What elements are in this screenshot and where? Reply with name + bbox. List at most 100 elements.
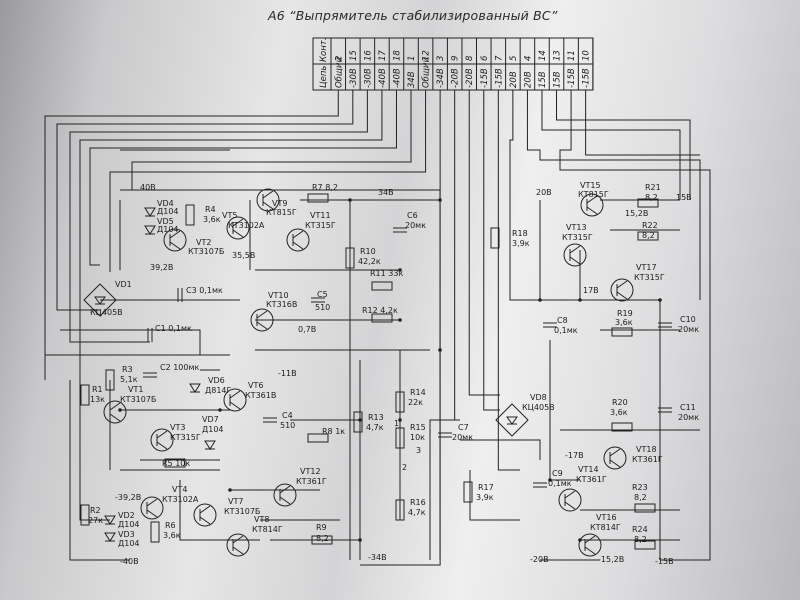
- label-vd3: VD3: [118, 530, 135, 539]
- r21-resistor: [637, 198, 659, 208]
- r16-resistor: [395, 499, 405, 521]
- label-r3v: 5,1к: [120, 375, 138, 384]
- connector-circuit-name: 20В: [523, 71, 533, 88]
- vt8-transistor: [226, 533, 250, 557]
- label-c9: C9: [552, 469, 563, 478]
- label-r18: R18: [512, 229, 528, 238]
- connector-pin-number: 9: [451, 56, 461, 61]
- label-vd8t: КЦ405В: [522, 403, 555, 412]
- connector-pin-number: 2: [334, 56, 344, 61]
- junction-dot: [118, 408, 122, 412]
- r14-resistor: [395, 391, 405, 413]
- label-v40top: 40В: [140, 183, 156, 192]
- connector-wire: [56, 90, 354, 311]
- connector-circuit-name: -20В: [451, 68, 461, 88]
- label-r18v: 3,9к: [512, 239, 530, 248]
- transistor-emitter: [279, 496, 291, 505]
- label-v11: -11В: [278, 369, 297, 378]
- label-v40bot: -40В: [120, 557, 139, 566]
- r13-resistor: [353, 411, 363, 433]
- transistor-collector: [616, 280, 628, 289]
- transistor-collector: [146, 498, 158, 507]
- label-c8: C8: [557, 316, 568, 325]
- junction-dot: [358, 538, 362, 542]
- label-w2: 2: [402, 463, 407, 472]
- vd3-diode: [104, 532, 116, 542]
- circuit-wire: [60, 329, 201, 355]
- connector-circuit-name: 20В: [509, 71, 519, 88]
- label-r4: R4: [205, 205, 216, 214]
- connector-pin-number: 14: [538, 50, 548, 61]
- label-r21v: 8,2: [645, 193, 658, 202]
- circuit-wire: [469, 470, 520, 521]
- r8-resistor: [307, 433, 329, 443]
- label-v152n: -15,2В: [598, 555, 624, 564]
- label-v34: 34В: [378, 188, 394, 197]
- label-vt5: VT5: [222, 211, 237, 220]
- label-v152: 15,2В: [625, 209, 648, 218]
- r18-resistor: [490, 227, 500, 249]
- label-r17v: 3,9к: [476, 493, 494, 502]
- wires: [44, 90, 711, 566]
- connector-circuit-name: Общий: [334, 57, 344, 88]
- label-r9: R9: [316, 523, 327, 532]
- label-vt11: VT11: [310, 211, 331, 220]
- r22-resistor: [637, 231, 659, 241]
- junction-dot: [548, 478, 552, 482]
- label-vd5t: Д104: [157, 225, 179, 234]
- label-c8v: 0,1мк: [554, 326, 578, 335]
- vt1-transistor: [103, 400, 127, 424]
- label-c5v: 510: [315, 303, 330, 312]
- connector-wire: [109, 90, 427, 272]
- transistor-emitter: [262, 201, 274, 210]
- transistor-collector: [586, 195, 598, 204]
- label-c4v: 510: [280, 421, 295, 430]
- label-vd3t: Д104: [118, 539, 140, 548]
- transistor-emitter: [109, 413, 121, 422]
- connector-circuit-name: Общий: [422, 57, 432, 88]
- label-vt4: VT4: [172, 485, 187, 494]
- vt3-transistor: [150, 428, 174, 452]
- junction-dot: [358, 418, 362, 422]
- label-r24v: 8,2: [634, 535, 647, 544]
- transistor-emitter: [232, 229, 244, 238]
- label-c11: C11: [680, 403, 696, 412]
- label-vd1t: КЦ405В: [90, 308, 123, 317]
- label-vd8: VD8: [530, 393, 547, 402]
- transistor-collector: [229, 390, 241, 399]
- label-vd4: VD4: [157, 199, 174, 208]
- label-v15r: 15В: [676, 193, 692, 202]
- label-r1: R1: [92, 385, 103, 394]
- transistor-emitter: [564, 501, 576, 510]
- connector-pin-number: 10: [582, 50, 592, 61]
- transistor-collector: [609, 448, 621, 457]
- connector-circuit-name: -15В: [582, 68, 592, 88]
- label-vd7t: Д104: [202, 425, 224, 434]
- transistor-collector: [169, 230, 181, 239]
- label-vd6: VD6: [208, 376, 225, 385]
- label-r11: R11 33к: [370, 269, 403, 278]
- connector-wire: [69, 90, 368, 343]
- label-vt7t: КТ3107Б: [224, 507, 260, 516]
- label-v17: 17В: [583, 286, 599, 295]
- connector-circuit-name: 15В: [553, 71, 563, 88]
- transistor-collector: [292, 230, 304, 239]
- label-r12: R12 4,2к: [362, 306, 398, 315]
- vd7-diode: [204, 440, 216, 450]
- vt15-transistor: [580, 193, 604, 217]
- r17-resistor: [463, 481, 473, 503]
- vt5-transistor: [226, 216, 250, 240]
- connector-wire: [541, 90, 681, 200]
- connector-circuit-name: 34В: [407, 71, 417, 88]
- label-vt1: VT1: [128, 385, 143, 394]
- vd1-bridge: [83, 283, 117, 317]
- label-r16v: 4,7к: [408, 508, 426, 517]
- label-vd2t: Д104: [118, 520, 140, 529]
- vd8-bridge: [495, 403, 529, 437]
- diagram-title: А6 “Выпрямитель стабилизированный ВС”: [268, 8, 558, 23]
- label-r6: R6: [165, 521, 176, 530]
- vt17-transistor: [610, 278, 634, 302]
- connector-wire: [483, 90, 500, 411]
- connector-circuit-name: -34В: [436, 68, 446, 88]
- label-r14v: 22к: [408, 398, 423, 407]
